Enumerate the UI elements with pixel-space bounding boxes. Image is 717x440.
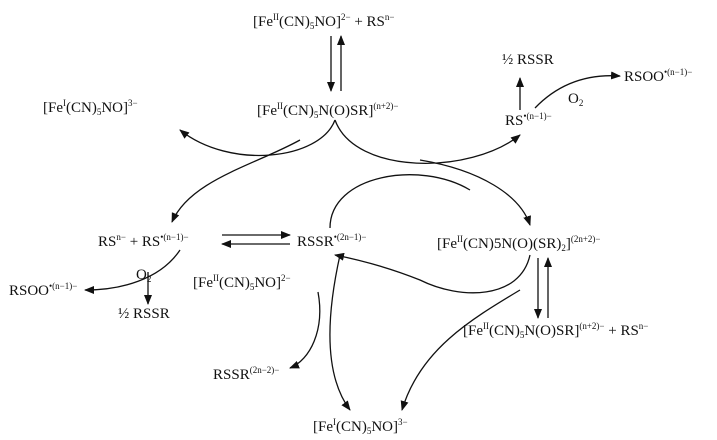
- arrow-bis-adduct-to-rssr: [334, 252, 531, 294]
- arrow-fe2-to-rssr-dianion: [289, 291, 321, 369]
- species-bis-adduct: [FeII(CN)5N(O)(SR)2](2n+2)−: [437, 234, 601, 253]
- species-fe1-left: [FeI(CN)5NO]3−: [43, 98, 138, 117]
- species-half-rssr-top: ½ RSSR: [502, 52, 554, 68]
- species-top-reactants: [FeII(CN)5NO]2− + RSn−: [253, 12, 395, 31]
- species-half-rssr-left: ½ RSSR: [118, 306, 170, 322]
- label-o2-top: O2: [568, 91, 584, 108]
- species-nitroprusside-adduct: [FeII(CN)5N(O)SR](n+2)−: [257, 101, 399, 120]
- arrow-rs-radical-o2-to-rsoo: [534, 71, 621, 109]
- arrow-adduct-to-bis-adduct: [419, 159, 531, 226]
- arrow-adduct-to-rs-pair: [171, 139, 301, 223]
- arrow-rssr-to-fe1-bottom: [329, 254, 351, 411]
- species-rssr-radical: RSSR•(2n−1)−: [297, 232, 367, 250]
- arrow-bis-adduct-to-fe1-bottom: [400, 289, 521, 411]
- species-fe2-mid: [FeII(CN)5NO]2−: [193, 273, 291, 292]
- species-rs-radical-right: RS•(n−1)−: [505, 111, 552, 129]
- arrow-adduct-to-rs-radical: [334, 119, 521, 164]
- species-rssr-dianion: RSSR(2n−2)−: [213, 365, 280, 383]
- species-rsoo-top: RSOO•(n−1)−: [624, 67, 693, 85]
- species-rsoo-left: RSOO•(n−1)−: [9, 281, 78, 299]
- arrow-rs-radical-o2-to-rsoo-left: [84, 249, 181, 294]
- species-adduct-bottom-right: [FeII(CN)5N(O)SR](n+2)− + RSn−: [463, 321, 649, 340]
- label-o2-left: O2: [136, 267, 152, 284]
- arrow-rssr-upper-arc: [329, 174, 471, 229]
- arrow-adduct-to-fe1-left: [179, 119, 336, 157]
- species-fe1-bottom: [FeI(CN)5NO]3−: [313, 417, 408, 436]
- species-rs-pair-left: RSn− + RS•(n−1)−: [98, 232, 189, 250]
